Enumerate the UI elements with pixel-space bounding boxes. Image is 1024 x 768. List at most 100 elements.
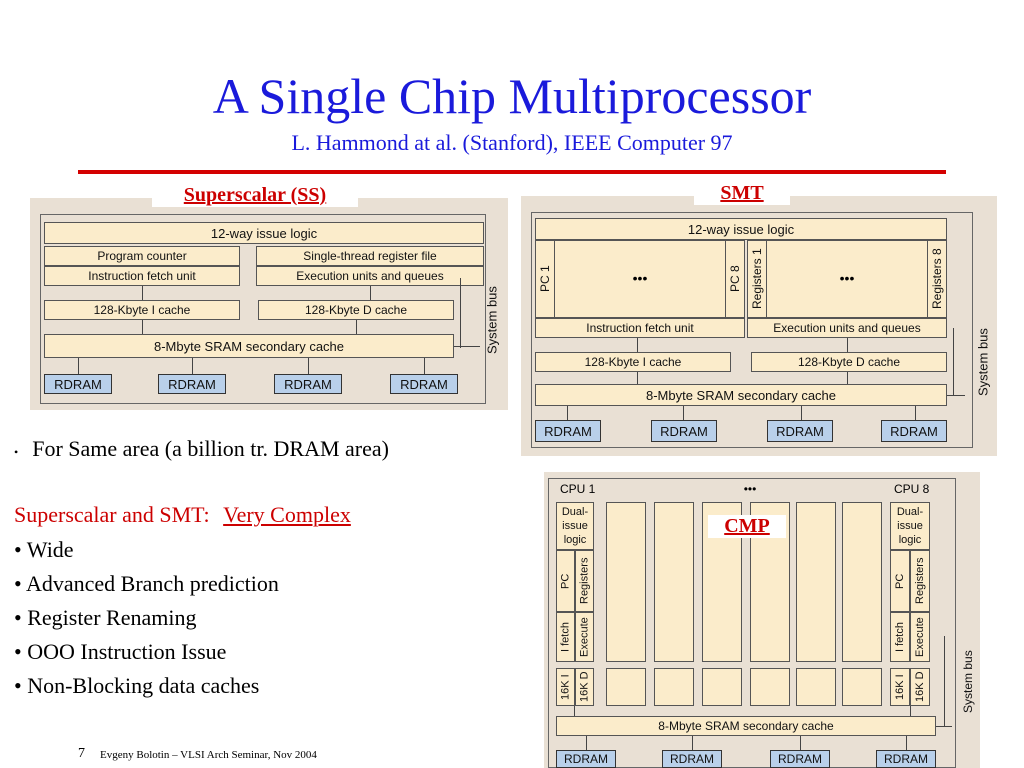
smt-diagram: 12-way issue logic PC 1 ••• PC 8 Registe… — [521, 196, 997, 456]
cmp-cpu-cache — [606, 668, 646, 706]
cmp-cpu8-label: CPU 8 — [894, 482, 930, 496]
cmp-cpu-column — [796, 502, 836, 662]
ss-register-file: Single-thread register file — [256, 246, 484, 266]
cmp-cpu-cache — [796, 668, 836, 706]
bullet-ooo-issue: • OOO Instruction Issue — [14, 639, 227, 664]
ss-system-bus-label: System bus — [484, 286, 500, 354]
smt-pc-block — [535, 240, 745, 318]
cmp-cpu8-dual-issue: Dual-issue logic — [890, 502, 930, 550]
cmp-connector — [910, 706, 911, 716]
smt-connector — [915, 406, 916, 420]
cmp-cpu1-dual-issue: Dual-issue logic — [556, 502, 594, 550]
ss-chip-outline — [40, 214, 486, 404]
ss-dcache: 128-Kbyte D cache — [258, 300, 454, 320]
cmp-rdram: RDRAM — [556, 750, 616, 768]
bullet-same-area-text: For Same area (a billion tr. DRAM area) — [32, 436, 389, 461]
cmp-bus-line — [944, 636, 945, 726]
smt-dots: ••• — [632, 270, 648, 286]
ss-secondary-cache: 8-Mbyte SRAM secondary cache — [44, 334, 454, 358]
bullet-icon: • — [14, 444, 19, 459]
smt-bus-line — [953, 328, 954, 396]
smt-icache: 128-Kbyte I cache — [535, 352, 731, 372]
smt-connector — [847, 338, 848, 352]
cmp-label: CMP — [708, 515, 786, 538]
smt-chip-outline — [531, 212, 973, 448]
cmp-cpu-column — [606, 502, 646, 662]
cmp-connector — [906, 736, 907, 750]
smt-connector — [637, 372, 638, 384]
complexity-heading: Superscalar and SMT: Very Complex — [14, 498, 514, 532]
ss-execution-units: Execution units and queues — [256, 266, 484, 286]
smt-fetch-unit: Instruction fetch unit — [535, 318, 745, 338]
bullet-register-renaming: • Register Renaming — [14, 605, 197, 630]
cmp-cpu8-ifetch: I fetch — [890, 612, 910, 662]
cmp-secondary-cache: 8-Mbyte SRAM secondary cache — [556, 716, 936, 736]
cmp-cpu1-pc: PC — [556, 550, 575, 612]
slide-subtitle: L. Hammond at al. (Stanford), IEEE Compu… — [291, 130, 733, 155]
smt-system-bus-label: System bus — [975, 328, 991, 396]
cmp-dots: ••• — [743, 482, 757, 496]
ss-connector — [308, 358, 309, 374]
cmp-connector — [574, 706, 575, 716]
complexity-link: Very Complex — [223, 502, 351, 527]
bullet-same-area: • For Same area (a billion tr. DRAM area… — [14, 432, 514, 466]
cmp-rdram: RDRAM — [662, 750, 722, 768]
smt-connector — [683, 406, 684, 420]
complexity-prefix: Superscalar and SMT: — [14, 502, 210, 527]
smt-dcache: 128-Kbyte D cache — [751, 352, 947, 372]
ss-rdram: RDRAM — [44, 374, 112, 394]
cmp-cpu8-execute: Execute — [910, 612, 930, 662]
bullet-wide: • Wide — [14, 537, 74, 562]
smt-pc8: PC 8 — [725, 240, 745, 318]
smt-pc1: PC 1 — [535, 240, 555, 318]
slide-title: A Single Chip Multiprocessor — [212, 68, 812, 124]
page-number: 7 — [78, 746, 85, 761]
smt-secondary-cache: 8-Mbyte SRAM secondary cache — [535, 384, 947, 406]
cmp-cpu-cache — [654, 668, 694, 706]
cmp-cpu1-ifetch: I fetch — [556, 612, 575, 662]
cmp-cpu-column — [842, 502, 882, 662]
ss-program-counter: Program counter — [44, 246, 240, 266]
footer-text: Evgeny Bolotin – VLSI Arch Seminar, Nov … — [100, 749, 317, 761]
ss-connector — [356, 320, 357, 334]
smt-rdram: RDRAM — [767, 420, 833, 442]
cmp-cpu1-execute: Execute — [575, 612, 594, 662]
smt-issue-logic: 12-way issue logic — [535, 218, 947, 240]
cmp-connector — [800, 736, 801, 750]
cmp-cpu-cache — [842, 668, 882, 706]
smt-rdram: RDRAM — [651, 420, 717, 442]
smt-bus-line — [947, 395, 965, 396]
ss-connector — [142, 320, 143, 334]
cmp-bus-line — [936, 726, 952, 727]
ss-rdram: RDRAM — [158, 374, 226, 394]
cmp-cpu8-pc: PC — [890, 550, 910, 612]
smt-rdram: RDRAM — [881, 420, 947, 442]
smt-label: SMT — [694, 182, 790, 205]
ss-connector — [424, 358, 425, 374]
cmp-system-bus-label: System bus — [961, 650, 975, 714]
superscalar-diagram: 12-way issue logic Program counter Singl… — [30, 198, 508, 410]
bullet-nonblocking-caches: • Non-Blocking data caches — [14, 673, 260, 698]
ss-connector — [142, 286, 143, 300]
cmp-cpu8-registers: Registers — [910, 550, 930, 612]
smt-registers1: Registers 1 — [747, 240, 767, 318]
cmp-cpu1-icache: 16K I — [556, 668, 575, 706]
ss-fetch-unit: Instruction fetch unit — [44, 266, 240, 286]
smt-connector — [637, 338, 638, 352]
smt-connector — [567, 406, 568, 420]
smt-dots-2: ••• — [839, 270, 855, 286]
cmp-cpu1-dcache: 16K D — [575, 668, 594, 706]
ss-bus-line — [460, 278, 461, 348]
cmp-cpu8-icache: 16K I — [890, 668, 910, 706]
ss-rdram: RDRAM — [274, 374, 342, 394]
smt-execution-units: Execution units and queues — [747, 318, 947, 338]
ss-issue-logic: 12-way issue logic — [44, 222, 484, 244]
smt-connector — [847, 372, 848, 384]
smt-connector — [801, 406, 802, 420]
bullet-branch-prediction: • Advanced Branch prediction — [14, 571, 279, 596]
cmp-cpu-column — [654, 502, 694, 662]
smt-rdram: RDRAM — [535, 420, 601, 442]
ss-bus-line — [454, 346, 480, 347]
cmp-rdram: RDRAM — [770, 750, 830, 768]
ss-icache: 128-Kbyte I cache — [44, 300, 240, 320]
